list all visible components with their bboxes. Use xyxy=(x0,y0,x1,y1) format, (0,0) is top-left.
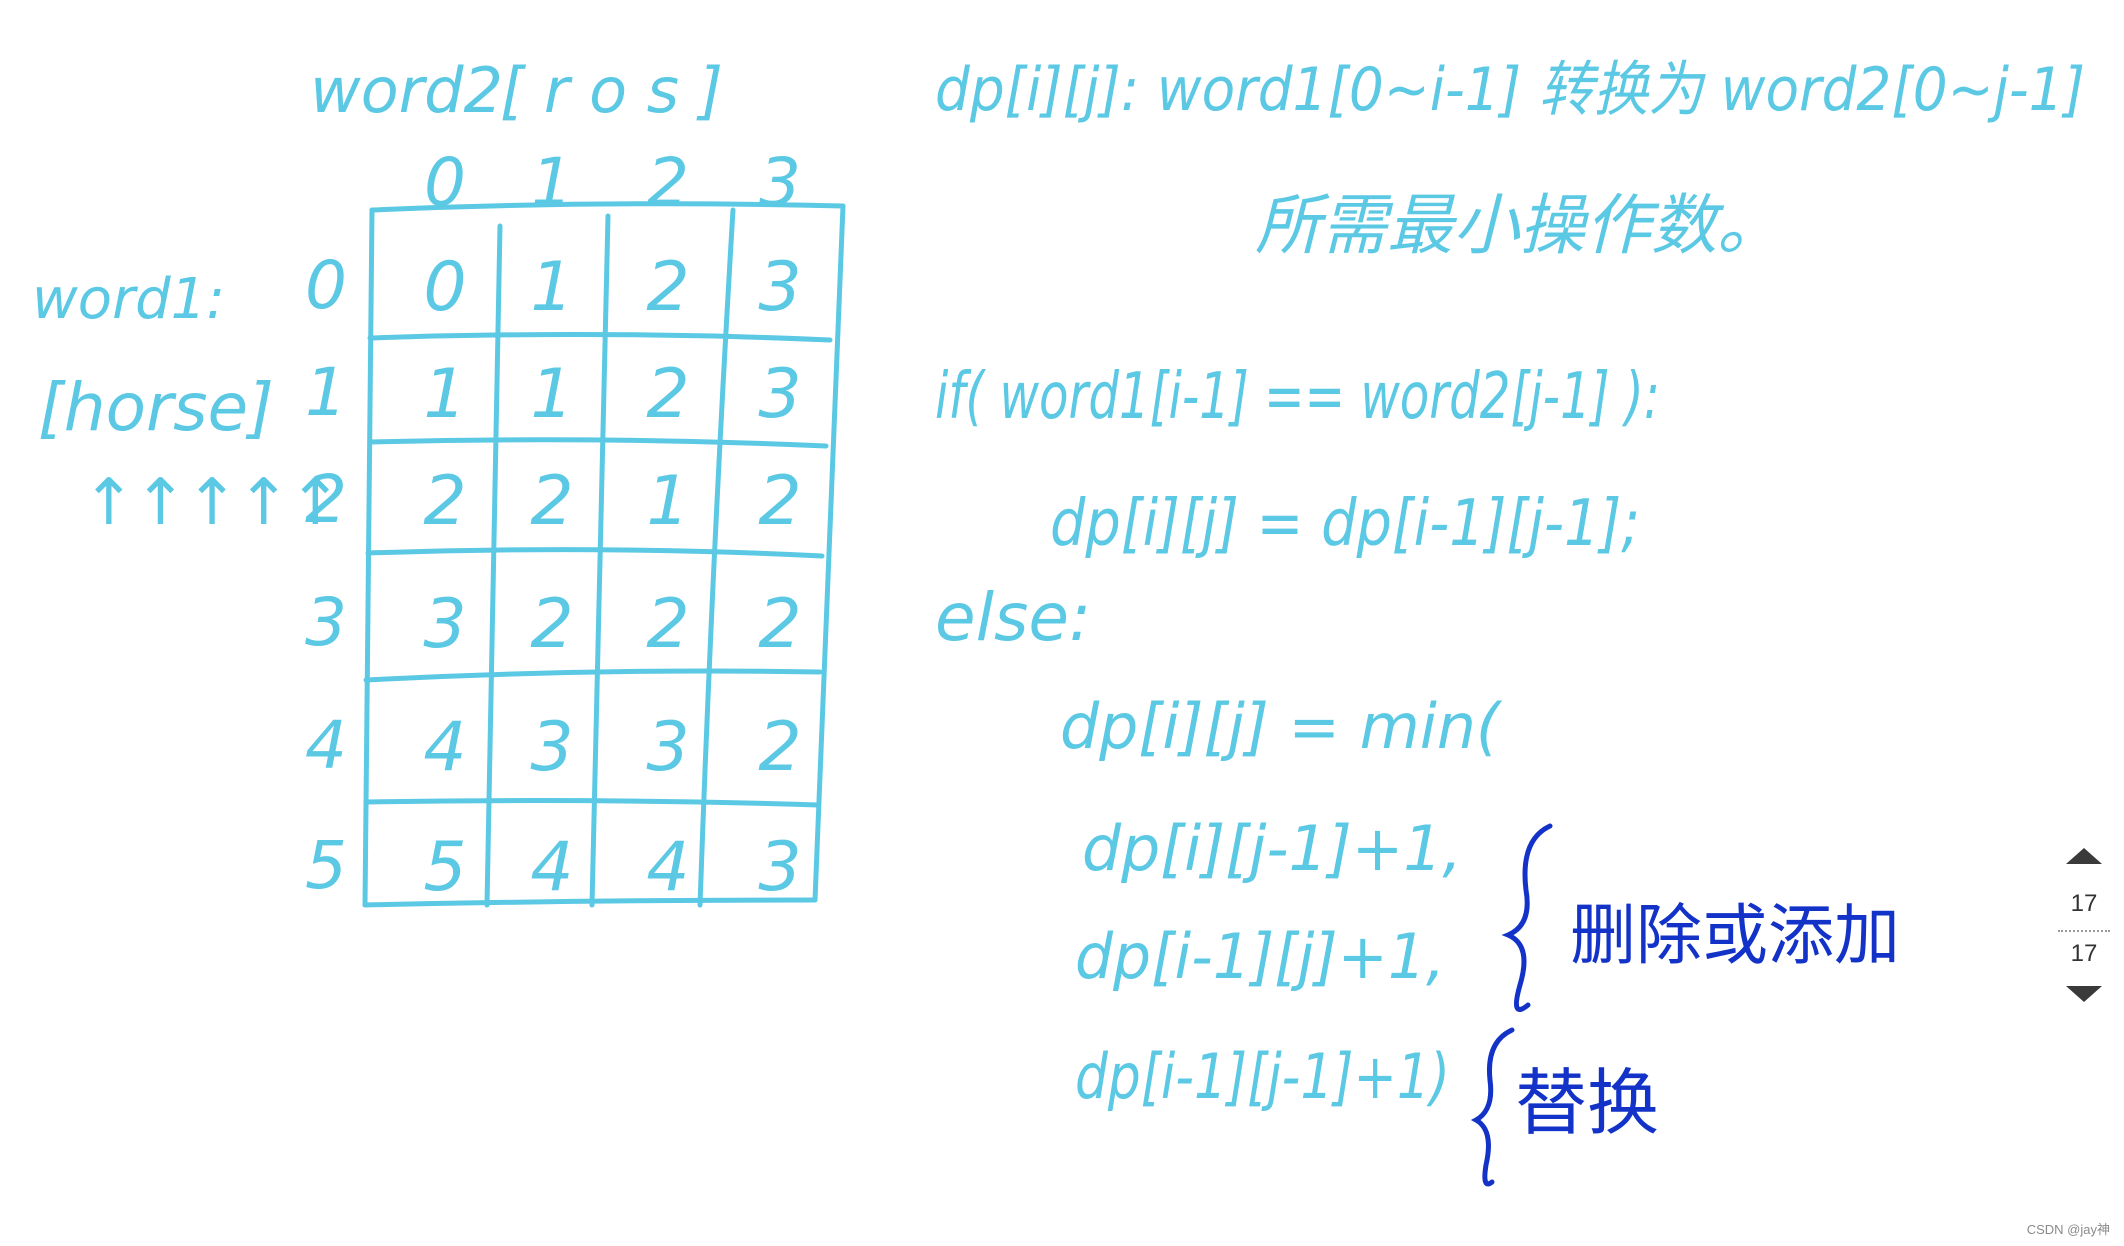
dp-cell-0-3: 3 xyxy=(758,248,801,327)
dp-cell-2-2: 1 xyxy=(646,462,689,541)
dp-cell-0-2: 2 xyxy=(646,248,689,327)
word2-label: word2 xyxy=(310,54,503,127)
dp-cell-2-3: 2 xyxy=(758,462,801,541)
brace-replace xyxy=(1470,1027,1515,1187)
row-index-5: 5 xyxy=(305,827,347,904)
recurrence-arg-2: dp[i-1][j]+1, xyxy=(1075,920,1445,993)
grid-border-left xyxy=(362,207,375,908)
dp-cell-0-1: 1 xyxy=(530,248,573,327)
row-index-2: 2 xyxy=(305,461,347,538)
dp-cell-3-1: 2 xyxy=(530,585,573,664)
dp-table-grid xyxy=(362,201,846,908)
grid-col-line-2 xyxy=(589,213,611,908)
row-index-header: 0 1 2 3 4 5 xyxy=(305,247,347,904)
grid-row-line-1 xyxy=(367,331,833,343)
grid-row-line-2 xyxy=(367,437,829,449)
word1-value: [horse] xyxy=(38,369,274,446)
grid-border-top xyxy=(369,201,846,213)
annotation-replace: 替换 xyxy=(1515,1061,1659,1145)
row-index-0: 0 xyxy=(305,247,347,324)
dp-cell-1-2: 2 xyxy=(646,355,689,434)
annotation-delete-or-add: 删除或添加 xyxy=(1570,897,1900,974)
recurrence-if-line: if( word1[i-1] == word2[j-1] ): xyxy=(935,360,1660,434)
row-index-4: 4 xyxy=(305,707,347,784)
column-index-3: 3 xyxy=(759,144,801,221)
dp-cell-5-2: 4 xyxy=(646,828,689,907)
dp-cell-5-3: 3 xyxy=(758,828,801,907)
row-index-1: 1 xyxy=(305,354,347,431)
word1-label: word1: xyxy=(32,267,225,332)
recurrence-else-line: else: xyxy=(935,579,1091,656)
dp-cell-4-3: 2 xyxy=(758,708,801,787)
current-page-number: 17 xyxy=(2070,890,2098,917)
watermark: CSDN @jay神 xyxy=(2026,1222,2110,1237)
recurrence-arg-3: dp[i-1][j-1]+1) xyxy=(1075,1040,1450,1113)
row-index-3: 3 xyxy=(305,584,347,661)
grid-col-line-1 xyxy=(484,223,503,908)
total-page-number: 17 xyxy=(2070,940,2098,967)
dp-cell-4-0: 4 xyxy=(423,708,466,787)
recurrence-min-line: dp[i][j] = min( xyxy=(1060,690,1503,763)
dp-cell-1-1: 1 xyxy=(530,355,573,434)
word1-pointer-arrows: ↑↑↑↑↑ xyxy=(82,466,340,540)
column-index-2: 2 xyxy=(647,144,689,221)
dp-cell-1-3: 3 xyxy=(758,355,801,434)
dp-cell-4-2: 3 xyxy=(646,708,689,787)
dp-cell-0-0: 0 xyxy=(423,248,466,327)
dp-cell-5-0: 5 xyxy=(423,828,466,907)
definition-line-1: dp[i][j]: word1[0~i-1] 转换为 word2[0~j-1] xyxy=(935,55,2085,125)
grid-row-line-4 xyxy=(363,668,823,683)
page-navigator: 17 17 xyxy=(2052,848,2124,1008)
dp-cell-4-1: 3 xyxy=(530,708,573,787)
dp-cell-2-0: 2 xyxy=(423,462,466,541)
previous-page-icon[interactable] xyxy=(2066,848,2102,864)
brace-delete-add xyxy=(1501,823,1553,1012)
page-divider xyxy=(2058,930,2110,932)
dp-cell-3-2: 2 xyxy=(646,585,689,664)
grid-row-line-3 xyxy=(365,547,825,559)
grid-col-line-3 xyxy=(697,207,736,908)
next-page-icon[interactable] xyxy=(2066,986,2102,1002)
recurrence-then-line: dp[i][j] = dp[i-1][j-1]; xyxy=(1050,487,1640,561)
definition-line-2: 所需最小操作数。 xyxy=(1255,187,1783,264)
recurrence-arg-1: dp[i][j-1]+1, xyxy=(1082,812,1462,885)
word2-value: [ r o s ] xyxy=(500,54,723,127)
grid-border-right xyxy=(812,203,846,903)
dp-cell-5-1: 4 xyxy=(530,828,573,907)
dp-cell-3-3: 2 xyxy=(758,585,801,664)
dp-cell-3-0: 3 xyxy=(423,585,466,664)
dp-cell-2-1: 2 xyxy=(530,462,573,541)
column-index-1: 1 xyxy=(531,144,573,221)
dp-cell-1-0: 1 xyxy=(423,355,466,434)
